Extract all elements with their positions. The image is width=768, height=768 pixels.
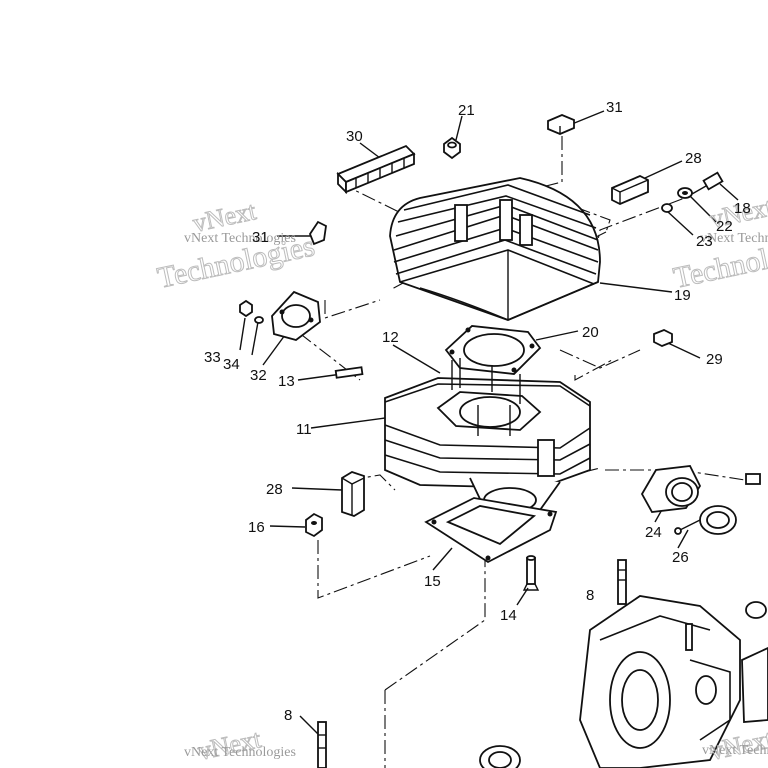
- callout-12: 12: [382, 329, 399, 346]
- part-18-bolt: [691, 171, 724, 195]
- part-19-cylinder-head: [389, 177, 601, 321]
- part-20-head-gasket: [444, 325, 542, 375]
- watermark-text: vNext Technologies: [184, 231, 296, 246]
- part-29-block: [653, 329, 673, 347]
- part-31-clip-left: [308, 220, 327, 246]
- callout-32: 32: [250, 367, 267, 384]
- callout-30: 30: [346, 128, 363, 145]
- callout-28: 28: [266, 481, 283, 498]
- callout-21: 21: [458, 102, 475, 119]
- callout-28: 28: [685, 150, 702, 167]
- crankcase: [579, 595, 768, 768]
- part-24-intake-flange: [640, 465, 702, 513]
- callout-22: 22: [716, 218, 733, 235]
- part-26-screw: [674, 519, 701, 535]
- callout-24: 24: [645, 524, 662, 541]
- callout-20: 20: [582, 324, 599, 341]
- part-23-washer: [661, 203, 673, 213]
- watermark-text: vNext Technologies: [700, 231, 768, 246]
- part-21-nut: [443, 136, 461, 160]
- part-16-nut: [305, 512, 323, 538]
- callout-8: 8: [284, 707, 292, 724]
- callout-31: 31: [252, 229, 269, 246]
- part-31-block-top: [547, 114, 575, 135]
- callout-13: 13: [278, 373, 295, 390]
- part-34-washer: [254, 316, 264, 324]
- callout-14: 14: [500, 607, 517, 624]
- part-11-cylinder: [384, 358, 591, 525]
- part-33-nut: [239, 299, 253, 318]
- bearing: [479, 745, 521, 768]
- callout-15: 15: [424, 573, 441, 590]
- callout-23: 23: [696, 233, 713, 250]
- callout-19: 19: [674, 287, 691, 304]
- part-22-washer: [677, 187, 693, 199]
- leader-lines: [239, 110, 746, 768]
- callout-34: 34: [223, 356, 240, 373]
- part-30-bar: [336, 144, 416, 195]
- callout-labels: 21 31 30 28 18 22 23 31 19 33 34 32 12 2…: [204, 99, 751, 724]
- callout-8: 8: [586, 587, 594, 604]
- callout-31: 31: [606, 99, 623, 116]
- part-8-stud-upper: [617, 559, 627, 605]
- part-28-block-upper: [611, 175, 649, 205]
- callout-29: 29: [706, 351, 723, 368]
- callout-16: 16: [248, 519, 265, 536]
- callout-11: 11: [296, 421, 312, 438]
- part-32-gasket: [271, 290, 321, 341]
- part-8-stud-lower: [317, 721, 327, 768]
- watermark-text: vNext Technologies: [184, 745, 296, 760]
- callout-33: 33: [204, 349, 221, 366]
- watermark-text: vNext Technologies: [702, 743, 768, 758]
- callout-18: 18: [734, 200, 751, 217]
- part-14-fitting: [522, 555, 540, 591]
- clamp-right: [699, 473, 761, 535]
- part-15-base-gasket: [424, 497, 558, 564]
- callout-26: 26: [672, 549, 689, 566]
- part-28-block-lower: [341, 471, 365, 517]
- part-13-stud: [334, 366, 364, 379]
